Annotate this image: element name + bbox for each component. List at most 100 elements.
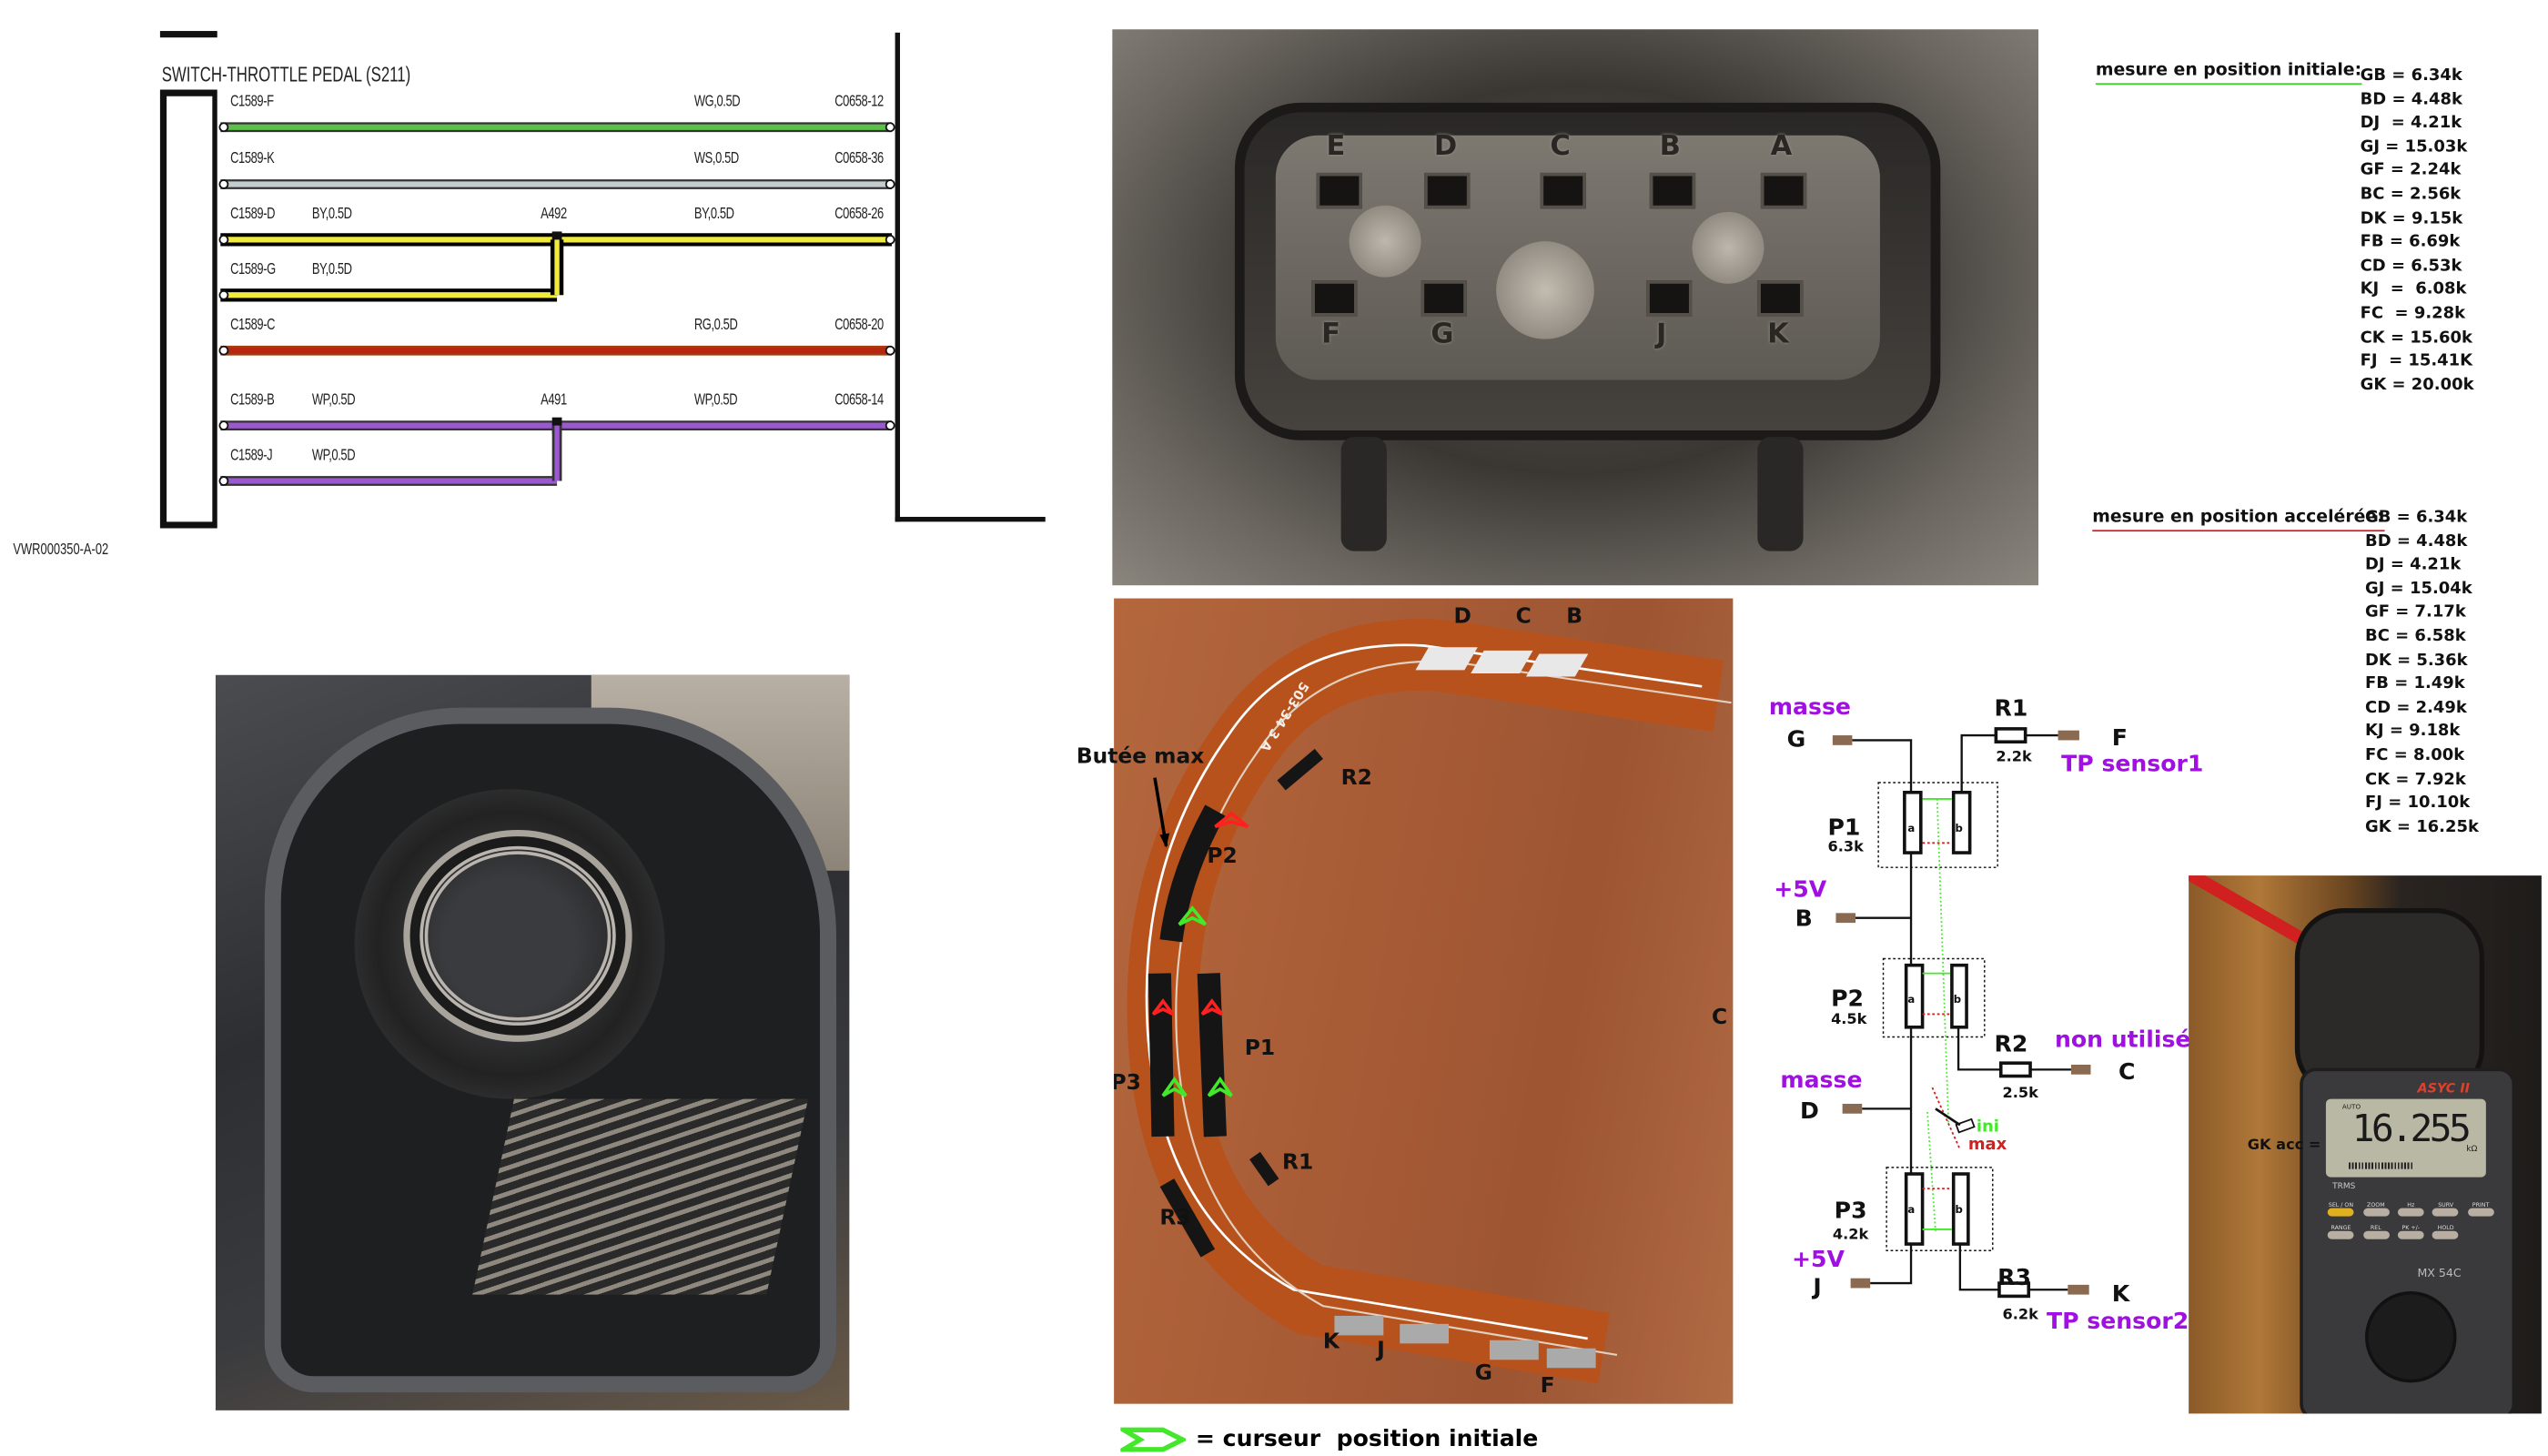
P1-value: 6.3k (1827, 837, 1865, 854)
probe-wire (2189, 875, 2313, 949)
meter-key (2328, 1230, 2354, 1239)
measurement-value: GF = 7.17k (2365, 603, 2466, 622)
connector-pin-label: F (1321, 318, 1340, 351)
pin-B: B (1795, 905, 1813, 932)
meter-key (2467, 1208, 2494, 1217)
wire-dest-label: C0658-36 (834, 149, 884, 168)
switch-box (159, 89, 217, 529)
meter-button-label: PK +/- (2401, 1224, 2421, 1231)
meter-button-label: Hz (2407, 1201, 2415, 1208)
pin-F: F (2112, 724, 2128, 751)
flex-label-B: B (1566, 604, 1583, 630)
wire-spec-left: BY,0.5D (311, 260, 352, 279)
wire-pin-label: C1589-J (230, 446, 273, 465)
wire-pin-label: C1589-C (230, 316, 276, 335)
meter-button-label: SEL / ON (2328, 1201, 2354, 1208)
ini-label: ini (1977, 1117, 1999, 1136)
cursor-initial-arrows (1161, 905, 1233, 1097)
connector-pin-j (1646, 280, 1693, 317)
flex-label-G: G (1474, 1361, 1492, 1386)
accel-measure-heading: mesure en position accelérée: (2092, 507, 2384, 532)
meter-button: ZOOM (2361, 1201, 2391, 1217)
measurement-value: KJ = 9.18k (2365, 723, 2461, 742)
P2-value: 4.5k (1831, 1010, 1868, 1027)
meter-button-label: PRINT (2472, 1201, 2490, 1208)
R3-label: R3 (1997, 1264, 2031, 1290)
meter-key (2432, 1208, 2460, 1217)
pin-K: K (2112, 1280, 2131, 1307)
accel-measure-title: mesure en position accelérée: (2092, 507, 2384, 532)
meter-key (2328, 1208, 2354, 1217)
wire-spec-left: BY,0.5D (311, 205, 352, 224)
connector-pin-label: B (1659, 130, 1681, 164)
plus5v-top-label: +5V (1774, 875, 1827, 902)
connector-pin-a (1760, 172, 1807, 209)
measurement-value: CD = 2.49k (2365, 699, 2467, 717)
measurement-value: BC = 6.58k (2365, 627, 2466, 646)
wire-terminal-right (885, 235, 895, 245)
measurement-value: FJ = 15.41K (2360, 352, 2473, 370)
masse-top-label: masse (1769, 693, 1851, 720)
meter-display: AUTO 16.255 kΩ (2325, 1098, 2486, 1178)
R1-value: 2.2k (1996, 748, 2033, 765)
pin-D: D (1800, 1097, 1819, 1124)
p2-b: b (1954, 993, 1961, 1006)
latch-right (1757, 437, 1804, 551)
meter-button-label: ZOOM (2367, 1201, 2385, 1208)
p1-b: b (1955, 822, 1962, 834)
connector-pin-k (1757, 280, 1804, 317)
measurement-value: FC = 8.00k (2365, 746, 2465, 765)
tp-sensor2-label: TP sensor2 (2047, 1308, 2189, 1334)
measurement-value: CK = 7.92k (2365, 770, 2466, 789)
wire-dest-label: C0658-26 (834, 205, 884, 224)
measurement-value: GF = 2.24k (2360, 162, 2462, 180)
flex-label-K: K (1322, 1330, 1340, 1355)
initial-measure-title: mesure en position initiale: (2095, 60, 2362, 86)
measurement-value: GK = 16.25k (2365, 817, 2479, 836)
measurement-value: GB = 6.34k (2365, 509, 2468, 527)
meter-key (2432, 1230, 2460, 1239)
measurement-value: CD = 6.53k (2360, 257, 2462, 276)
wire-pin-label: C1589-B (230, 391, 275, 410)
connector-pin-label: K (1767, 318, 1789, 351)
wiring-title: SWITCH-THROTTLE PEDAL (S211) (161, 62, 411, 86)
measurement-value: BC = 2.56k (2360, 186, 2462, 204)
wire-terminal-right (885, 345, 895, 356)
wire-spec: WS,0.5D (693, 149, 739, 168)
p3-b: b (1955, 1203, 1962, 1216)
wire-terminal-right (885, 122, 895, 133)
wire-terminal-right (885, 420, 895, 431)
measurement-value: KJ = 6.08k (2360, 280, 2467, 299)
connector-pin-e (1316, 172, 1362, 209)
butee-max-label: Butée max (1076, 744, 1205, 770)
tp-sensor1-label: TP sensor1 (2061, 750, 2203, 776)
flex-label-P3: P3 (1114, 1071, 1141, 1097)
meter-key (2362, 1230, 2390, 1239)
legend: = curseur position initiale (1120, 1427, 1538, 1452)
connector-pin-b (1649, 172, 1696, 209)
flex-label-P2: P2 (1207, 844, 1238, 869)
spring-coil (420, 845, 616, 1026)
flex-label-R1: R1 (1281, 1150, 1314, 1176)
wire-spec-left: WP,0.5D (311, 446, 356, 465)
non-utilise-label: non utilisé (2055, 1026, 2190, 1052)
measurement-value: GJ = 15.04k (2365, 580, 2472, 599)
measurement-value: FC = 9.28k (2360, 304, 2466, 323)
plus5v-bottom-label: +5V (1792, 1246, 1845, 1272)
seal-left (1349, 205, 1421, 278)
wire-dest-label: C0658-14 (834, 391, 884, 410)
masse-mid-label: masse (1780, 1067, 1862, 1093)
meter-button-label: SURV (2438, 1201, 2454, 1208)
wire-spec-left: WP,0.5D (311, 391, 356, 410)
display-auto: AUTO (2341, 1102, 2361, 1111)
p1-a: a (1907, 822, 1915, 834)
wires (218, 122, 895, 486)
latch-left (1340, 437, 1387, 551)
P1-label: P1 (1827, 814, 1860, 840)
